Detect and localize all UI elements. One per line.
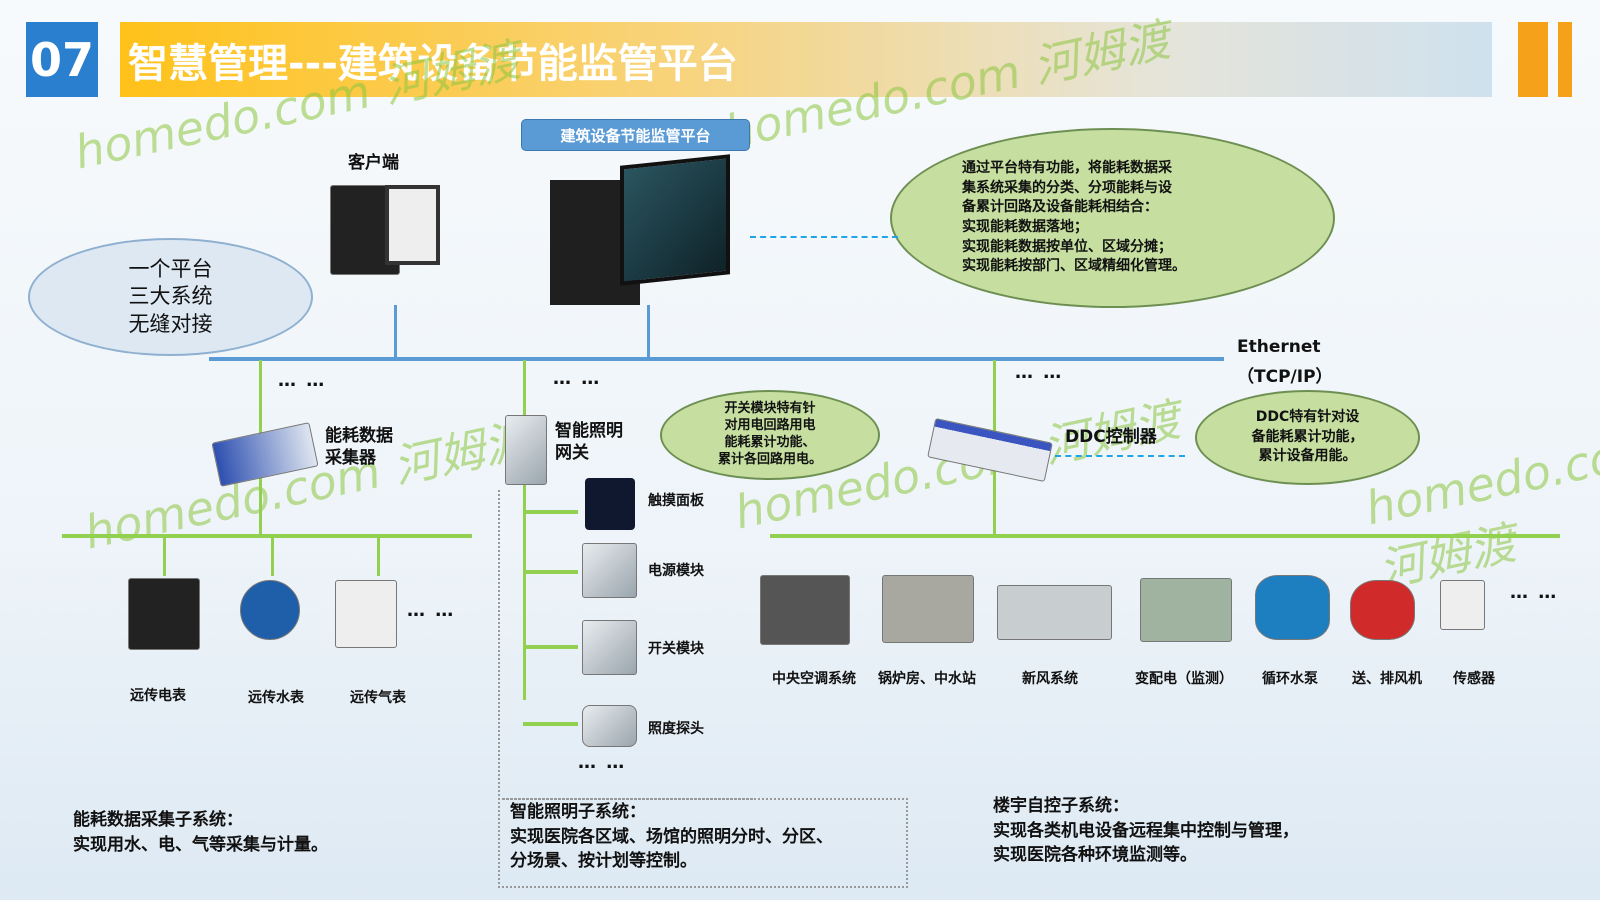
switch-module-icon: [582, 620, 637, 675]
sensor-icon: [1440, 580, 1485, 630]
cloud-summary: 一个平台三大系统无缝对接: [28, 238, 313, 356]
monitor-icon: [385, 185, 440, 265]
water-pump-icon: [1255, 575, 1330, 640]
power-distribution-icon: [1140, 578, 1232, 642]
water-meter-icon: [240, 580, 300, 640]
gas-meter-icon: [335, 580, 397, 648]
module-label: 照度探头: [648, 721, 704, 737]
ethernet-bus: [209, 357, 1224, 361]
light-sensor-icon: [582, 705, 637, 747]
fan-icon: [1350, 580, 1415, 640]
field-bus: [62, 534, 472, 538]
gateway-device-icon: [505, 415, 547, 485]
note-title: 智能照明子系统：: [510, 802, 646, 822]
lighting-note-border: [498, 798, 908, 888]
connector: [523, 510, 578, 514]
meter-label: 远传水表: [248, 690, 304, 706]
ethernet-label: Ethernet: [1237, 337, 1321, 357]
cloud-line: 开关模块特有针: [724, 401, 816, 417]
cloud-line: DDC特有针对设: [1255, 409, 1360, 426]
device-label: 中央空调系统: [772, 671, 856, 687]
connector: [647, 305, 650, 359]
note-bas: 楼宇自控子系统： 实现各类机电设备远程集中控制与管理， 实现医院各种环境监测等。: [993, 794, 1299, 868]
arrow-dashed: [1055, 455, 1185, 457]
note-lighting: 智能照明子系统： 实现医院各区域、场馆的照明分时、分区、分场景、按计划等控制。: [510, 800, 833, 874]
ellipsis: … …: [407, 600, 456, 621]
note-title: 楼宇自控子系统：: [993, 796, 1129, 816]
device-label: 变配电（监测）: [1135, 671, 1233, 687]
client-label: 客户端: [348, 153, 399, 173]
monitor-icon: [620, 154, 730, 286]
cloud-line: 一个平台: [128, 257, 213, 282]
boiler-room-icon: [882, 575, 974, 643]
cloud-line: 无缝对接: [128, 311, 213, 336]
cloud-platform-function: 通过平台特有功能，将能耗数据采集系统采集的分类、分项能耗与设备累计回路及设备能耗…: [890, 128, 1335, 308]
note-text: 实现医院各区域、场馆的照明分时、分区、: [510, 826, 833, 847]
ellipsis: … …: [278, 370, 327, 391]
accent-bar: [1558, 22, 1572, 97]
connector: [271, 536, 274, 576]
cloud-line: 实现能耗按部门、区域精细化管理。: [962, 258, 1186, 275]
cloud-line: 累计设备用能。: [1258, 448, 1357, 465]
connector: [394, 305, 397, 359]
connector: [523, 645, 578, 649]
cloud-line: 实现能耗数据落地；: [962, 219, 1088, 235]
collector-label: 能耗数据采集器: [325, 426, 393, 469]
cloud-line: 三大系统: [128, 284, 213, 309]
electric-meter-icon: [128, 578, 200, 650]
touch-panel-icon: [585, 478, 635, 530]
power-module-icon: [582, 543, 637, 598]
cloud-line: 累计各回路用电。: [717, 451, 822, 467]
cloud-line: 对用电回路用电: [724, 418, 816, 434]
connector: [163, 536, 166, 576]
page-title: 智慧管理---建筑设备节能监管平台: [120, 22, 1492, 97]
ddc-label: DDC控制器: [1065, 427, 1157, 447]
device-label: 传感器: [1453, 671, 1495, 687]
cloud-line: 实现能耗数据按单位、区域分摊；: [962, 238, 1172, 255]
lighting-gateway-label: 智能照明网关: [555, 421, 623, 464]
connector: [523, 570, 578, 574]
note-text: 实现各类机电设备远程集中控制与管理，: [993, 820, 1299, 841]
connector: [523, 722, 578, 726]
ellipsis: … …: [578, 752, 627, 773]
connector: [523, 360, 526, 700]
arrow-dashed: [750, 236, 898, 238]
fresh-air-unit-icon: [997, 585, 1112, 640]
accent-bar: [1518, 22, 1548, 97]
device-label: 送、排风机: [1352, 671, 1422, 687]
cloud-line: 能耗累计功能、: [724, 435, 816, 450]
cloud-ddc: DDC特有针对设备能耗累计功能， 累计设备用能。: [1195, 390, 1420, 485]
device-label: 锅炉房、中水站: [878, 671, 976, 687]
cloud-line: 集系统采集的分类、分项能耗与设: [962, 179, 1172, 196]
note-title: 能耗数据采集子系统：: [73, 810, 243, 830]
ellipsis: … …: [553, 368, 602, 389]
ellipsis: … …: [1510, 582, 1559, 603]
device-label: 新风系统: [1022, 671, 1078, 687]
device-label: 循环水泵: [1262, 671, 1318, 687]
module-label: 电源模块: [648, 563, 704, 579]
note-text: 分场景、按计划等控制。: [510, 851, 697, 872]
cloud-line: 备能耗累计功能，: [1251, 428, 1364, 445]
meter-label: 远传气表: [350, 690, 406, 706]
module-label: 开关模块: [648, 641, 704, 657]
hvac-device-icon: [760, 575, 850, 645]
cloud-line: 通过平台特有功能，将能耗数据采: [962, 160, 1172, 177]
note-collector: 能耗数据采集子系统： 实现用水、电、气等采集与计量。: [73, 808, 328, 857]
section-number: 07: [26, 22, 98, 97]
cloud-line: 备累计回路及设备能耗相结合：: [962, 199, 1158, 216]
platform-label: 建筑设备节能监管平台: [521, 119, 750, 151]
connector: [377, 536, 380, 576]
field-bus: [770, 534, 1560, 538]
ellipsis: … …: [1015, 362, 1064, 383]
cloud-switch-module: 开关模块特有针对用电回路用电能耗累计功能、累计各回路用电。: [660, 390, 880, 480]
protocol-label: （TCP/IP）: [1237, 367, 1333, 387]
note-text: 实现医院各种环境监测等。: [993, 845, 1197, 866]
meter-label: 远传电表: [130, 688, 186, 704]
module-label: 触摸面板: [648, 493, 704, 509]
note-text: 实现用水、电、气等采集与计量。: [73, 834, 328, 855]
